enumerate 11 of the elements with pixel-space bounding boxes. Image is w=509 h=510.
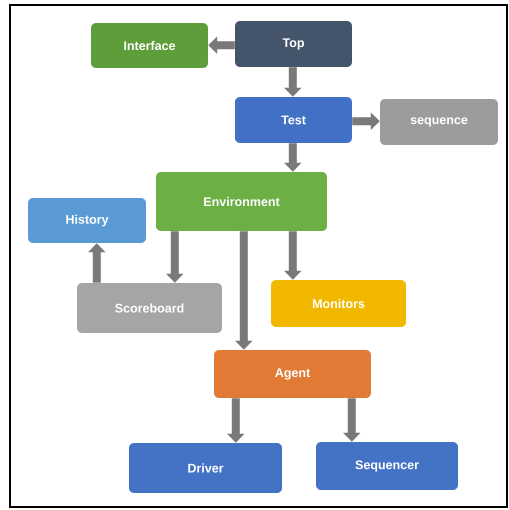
process-box: Agent	[214, 350, 371, 398]
process-box: Scoreboard	[77, 283, 222, 333]
process-box: Environment	[156, 172, 327, 231]
process-box: Sequencer	[316, 442, 458, 490]
process-box: Driver	[129, 443, 282, 493]
process-box: Interface	[91, 23, 208, 68]
process-box: History	[28, 198, 146, 243]
process-box: Test	[235, 97, 352, 143]
process-box: Monitors	[271, 280, 406, 327]
process-box: Top	[235, 21, 352, 67]
process-box: sequence	[380, 99, 498, 145]
